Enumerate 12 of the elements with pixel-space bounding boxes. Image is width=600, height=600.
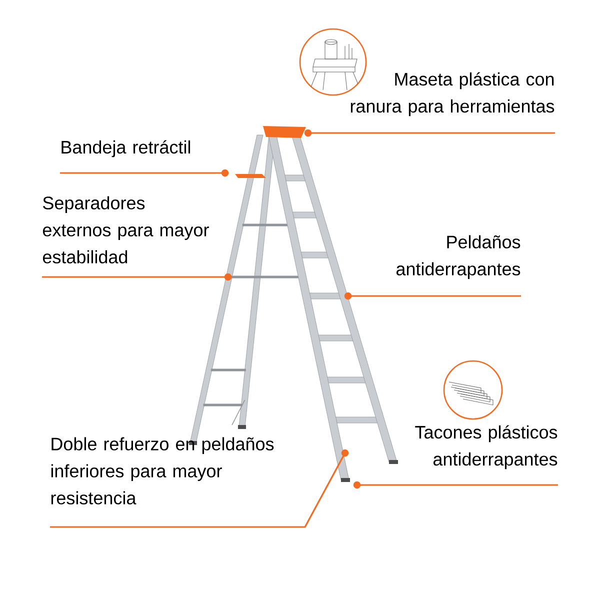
callout-text: Peldaños antiderrapantes (396, 235, 520, 279)
leader-line (304, 129, 555, 137)
callout-text: Tacones plásticos antiderrapantes (415, 425, 558, 470)
leader-line (344, 292, 521, 300)
leader-line (60, 169, 229, 177)
leader-line (42, 273, 232, 281)
leader-line (50, 449, 349, 528)
callout-text: Maseta plástica con ranura para herramientas (350, 72, 554, 116)
callout-text: Bandeja retráctil (62, 140, 190, 158)
leader-line (353, 481, 558, 489)
callout-text: Doble refuerzo en peldaños inferiores para mayor resistencia (51, 437, 274, 504)
callout-text: Separadores externos para mayor estabilidad (42, 196, 209, 264)
